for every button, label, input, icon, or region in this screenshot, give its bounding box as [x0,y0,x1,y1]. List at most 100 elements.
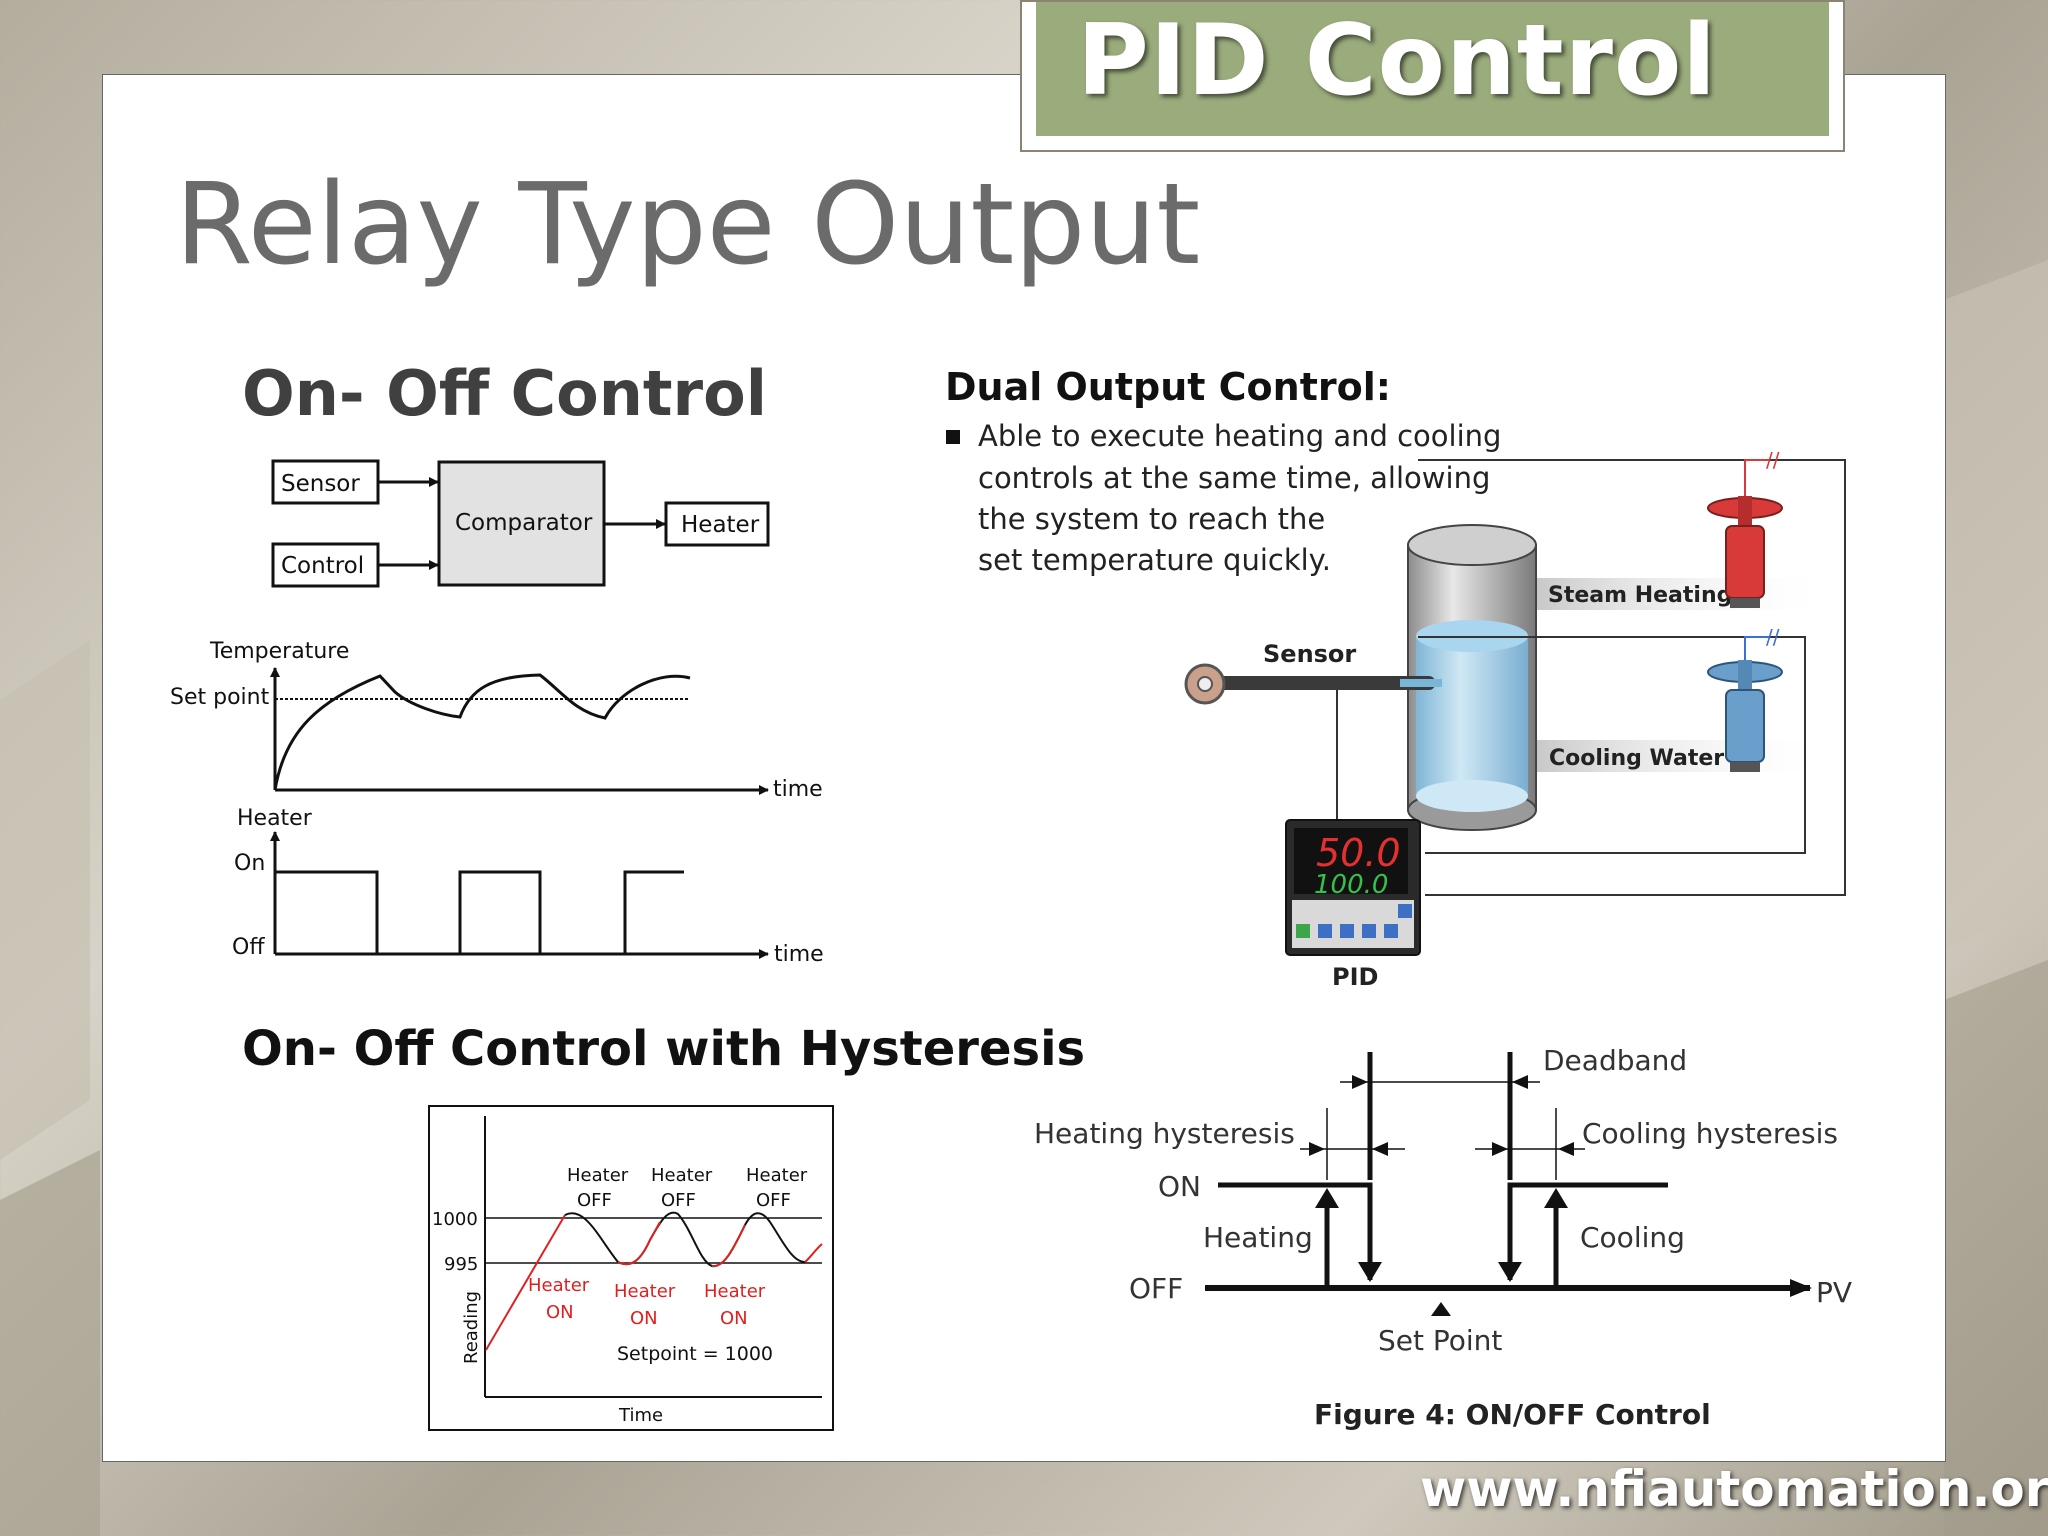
sv-display: 100.0 [1314,870,1388,900]
sensor-tip [1400,679,1442,687]
sensor-probe-label: Sensor [1263,640,1356,668]
banner-fill [1036,2,1829,136]
on-1: ON [546,1302,574,1323]
onoff-heading: On- Off Control [242,357,767,430]
bullet-line-2: controls at the same time, allowing [978,461,1490,495]
water-column [1416,636,1528,796]
on-3: ON [720,1308,748,1329]
deadband-arrow-right [1512,1075,1528,1089]
section-banner: PID Control [1020,0,1845,152]
tick-995: 995 [444,1254,478,1275]
reading-red-segments [617,1221,746,1268]
figure4-diagram: Deadband Heating hysteresis Cooling hyst… [1034,1044,1852,1431]
cooling-down-arrow [1498,1262,1522,1282]
control-box [271,542,380,588]
bullet-marker [946,430,960,444]
cooling-band [1535,740,1835,772]
heating-label: Heating [1203,1221,1313,1254]
hyst-ylabel: Reading [461,1291,482,1364]
slide-title: Relay Type Output [175,160,1201,290]
on-2: ON [630,1308,658,1329]
heater-label: Heater [681,512,760,538]
sensor-probe [1210,676,1435,690]
steam-band [1535,578,1835,610]
heater-on-1: Heater [528,1275,590,1296]
heater-box [664,501,770,547]
on-label: On [234,851,265,876]
banner-title: PID Control [1077,4,1717,118]
temperature-chart: Temperature Set point time [170,639,823,802]
cooling-hyst-arrow-r [1558,1142,1574,1156]
heater-waveform [275,870,684,956]
steam-label: Steam Heating [1548,583,1732,608]
cooling-fig-label: Cooling [1580,1221,1685,1254]
website-url: www.nfiautomation.org [1420,1460,2048,1518]
off-state-label: OFF [1129,1272,1183,1305]
on-state-label: ON [1158,1170,1201,1203]
reading-tail [804,1243,823,1263]
tank-illustration: Steam Heating Cooling Water Sensor // // [1184,448,1846,991]
off-3: OFF [756,1190,791,1211]
tank-top [1407,524,1537,566]
bullet-line-1: Able to execute heating and cooling [978,419,1501,453]
deadband-arrow-left [1352,1075,1368,1089]
temp-xlabel: time [773,777,823,802]
dual-heading: Dual Output Control: [945,365,1391,409]
heater-off-1: Heater [567,1165,629,1186]
hysteresis-frame [428,1105,834,1431]
reading-rise [485,1214,566,1351]
cooling-break-mark: // [1766,625,1780,649]
bullet-line-4: set temperature quickly. [978,543,1331,577]
steam-valve [1707,496,1783,608]
block-diagram: Sensor Control Comparator Heater [271,459,770,588]
setpoint-marker [1431,1302,1451,1316]
pid-controller: 50.0 100.0 [1285,819,1421,956]
off-1: OFF [577,1190,612,1211]
steam-pipe [1744,459,1770,508]
hysteresis-heading: On- Off Control with Hysteresis [242,1021,1085,1077]
figure4-caption: Figure 4: ON/OFF Control [1314,1398,1711,1431]
bullet-line-3: the system to reach the [978,502,1325,536]
heating-hyst-label: Heating hysteresis [1034,1117,1295,1150]
heating-hyst-arrow-r [1372,1142,1388,1156]
pid-label: PID [1332,963,1378,991]
heater-off-3: Heater [746,1165,808,1186]
steam-break-mark: // [1766,448,1780,472]
temp-ylabel: Temperature [209,639,349,664]
cooling-on-line [1507,1182,1668,1280]
heating-on-line [1218,1182,1373,1280]
sensor-head-inner [1197,676,1213,692]
steam-wire [1418,459,1846,896]
cooling-label: Cooling Water [1549,746,1724,771]
heater-off-2: Heater [651,1165,713,1186]
setpoint-annotation: Setpoint = 1000 [617,1343,773,1365]
heater-on-3: Heater [704,1281,766,1302]
heating-up-arrow [1315,1188,1339,1208]
cooling-hyst-arrow-l [1492,1142,1508,1156]
heating-hyst-arrow-l [1309,1142,1325,1156]
pv-display: 50.0 [1316,831,1401,875]
hyst-xlabel: Time [618,1405,663,1426]
heater-ylabel: Heater [237,806,313,831]
water-bottom [1416,780,1528,812]
sensor-box [271,459,380,505]
hysteresis-chart: 1000 995 Reading Time Heater OFF Heater … [428,1105,834,1431]
comparator-label: Comparator [455,510,593,536]
heating-down-arrow [1358,1262,1382,1282]
sensor-label: Sensor [281,471,360,497]
temperature-curve [273,673,691,791]
cooling-pipe [1744,636,1770,668]
heater-xlabel: time [774,942,824,967]
cooling-wire [1418,636,1806,854]
heater-chart: Heater On Off time [232,806,824,967]
deadband-label: Deadband [1543,1044,1687,1077]
setpoint-label: Set point [170,685,270,710]
heater-on-2: Heater [614,1281,676,1302]
cooling-hyst-label: Cooling hysteresis [1582,1117,1838,1150]
tick-1000: 1000 [432,1209,478,1230]
off-2: OFF [661,1190,696,1211]
pv-label: PV [1816,1276,1852,1309]
cooling-up-arrow [1544,1188,1568,1208]
